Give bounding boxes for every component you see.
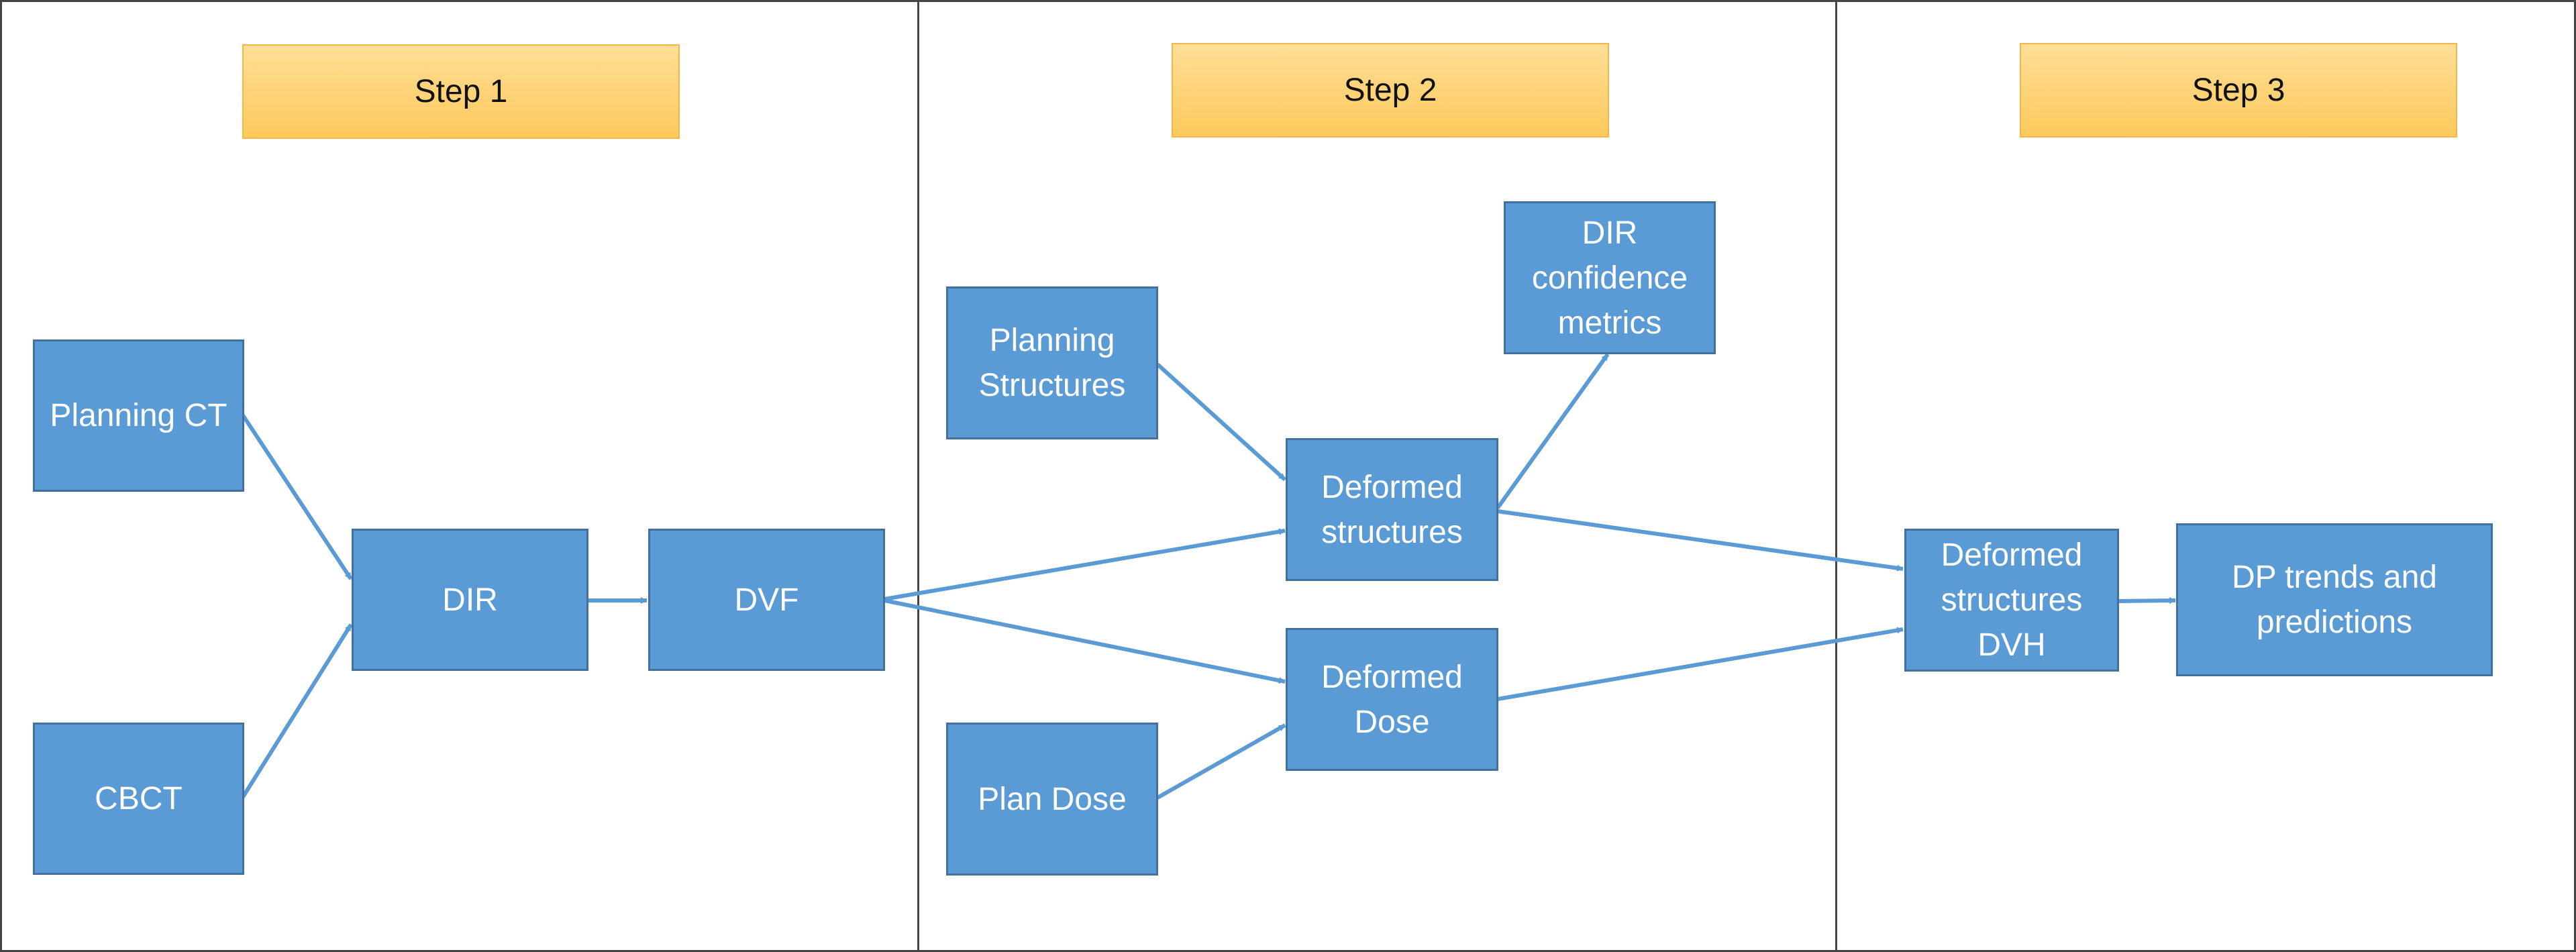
column-divider-1 (917, 0, 919, 952)
arrow-deformed-structures-to-dvh (1497, 509, 1904, 572)
plan-dose-box: Plan Dose (946, 723, 1158, 876)
deformed-structures-dvh-box: Deformed structures DVH (1904, 529, 2119, 672)
arrow-cbct-to-dir (241, 623, 353, 798)
deformed-structures-box: Deformed structures (1286, 438, 1498, 581)
deformed-dose-box: Deformed Dose (1286, 628, 1498, 771)
column-divider-2 (1835, 0, 1837, 952)
arrow-dvf-to-deformed-dose (884, 598, 1286, 684)
planning-structures-box: Planning Structures (946, 286, 1158, 439)
arrow-plan-dose-to-deformed-dose (1156, 723, 1286, 800)
arrow-deformed-dose-to-dvh (1497, 627, 1904, 701)
dvf-box: DVF (648, 529, 885, 671)
arrow-dvh-to-dp-trends (2118, 597, 2176, 604)
dp-trends-predictions-box: DP trends and predictions (2176, 523, 2493, 676)
dir-confidence-metrics-box: DIR confidence metrics (1504, 201, 1716, 354)
arrow-planning-ct-to-dir (241, 414, 353, 580)
cbct-box: CBCT (33, 723, 244, 875)
arrow-planning-structures-to-deformed-structures (1155, 362, 1287, 482)
arrow-deformed-structures-to-dir-confidence (1496, 353, 1610, 509)
planning-ct-box: Planning CT (33, 339, 244, 492)
step-3-header: Step 3 (2020, 43, 2457, 138)
dir-box: DIR (352, 529, 588, 671)
step-1-header: Step 1 (242, 44, 680, 139)
arrow-dvf-to-deformed-structures (884, 528, 1286, 601)
step-2-header: Step 2 (1172, 43, 1609, 138)
